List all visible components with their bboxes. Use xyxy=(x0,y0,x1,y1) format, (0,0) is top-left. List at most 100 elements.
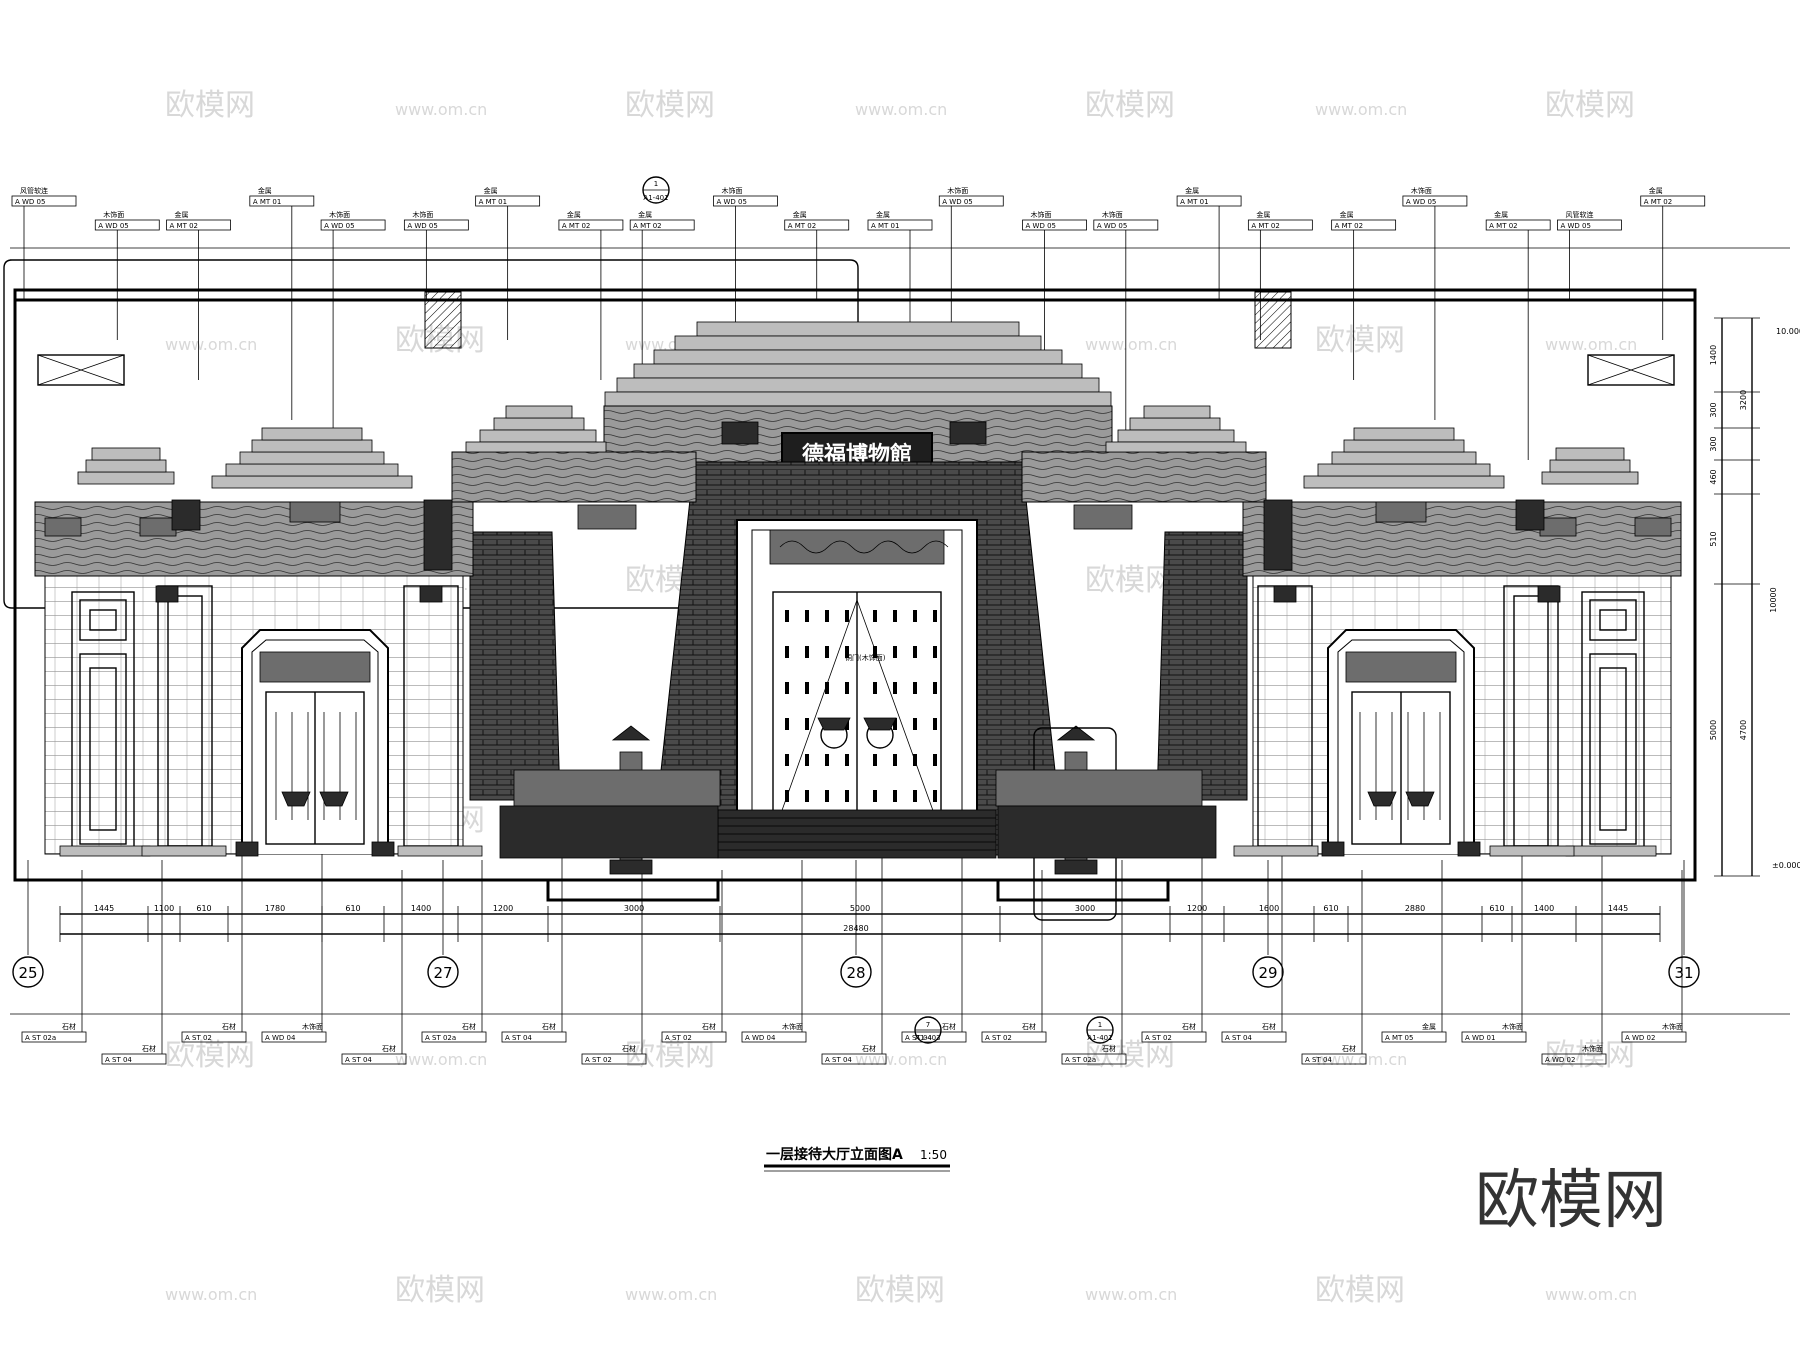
door-stud xyxy=(825,790,829,802)
door-stud xyxy=(913,610,917,622)
annotation-code: A WD 05 xyxy=(98,222,128,230)
annotation-label: 金属 xyxy=(1422,1022,1436,1031)
door-stud xyxy=(845,682,849,694)
door-stud xyxy=(785,754,789,766)
dim-label: 460 xyxy=(1709,469,1718,484)
top-annotation: A WD 05 木饰面 xyxy=(94,210,160,340)
annotation-label: 木饰面 xyxy=(721,186,742,195)
drawing-scale: 1:50 xyxy=(920,1148,947,1162)
annotation-code: A MT 01 xyxy=(253,198,281,206)
dim-label: 1400 xyxy=(1709,345,1718,365)
dim-label: 1445 xyxy=(1608,904,1628,913)
annotation-label: 木饰面 xyxy=(103,210,124,219)
door-stud xyxy=(825,646,829,658)
door-stud xyxy=(805,790,809,802)
right-wing xyxy=(1233,427,1682,857)
door-stud xyxy=(845,790,849,802)
door-stud xyxy=(893,790,897,802)
annotation-code: A ST 04 xyxy=(345,1056,372,1064)
door-stud xyxy=(893,754,897,766)
annotation-label: 金属 xyxy=(638,210,652,219)
door-stud xyxy=(785,718,789,730)
left-wing xyxy=(34,427,483,857)
door-stud xyxy=(873,790,877,802)
axis-bubble: 27 xyxy=(427,860,459,988)
annotation-label: 木饰面 xyxy=(1582,1044,1603,1053)
level-top: 10.000 xyxy=(1776,327,1800,336)
dim-label: 1400 xyxy=(1534,904,1554,913)
annotation-label: 金属 xyxy=(1340,210,1354,219)
annotation-label: 金属 xyxy=(175,210,189,219)
door-stud xyxy=(805,754,809,766)
level-floor: ±0.000 xyxy=(1772,861,1800,870)
annotation-code: A WD 01 xyxy=(1465,1034,1495,1042)
door-stud xyxy=(785,682,789,694)
annotation-label: 金属 xyxy=(876,210,890,219)
watermark-text: 欧模网 xyxy=(1545,1038,1635,1073)
door-stud xyxy=(893,646,897,658)
axis-bubble: 25 xyxy=(12,860,44,988)
axis-label: 31 xyxy=(1674,964,1693,982)
beam-hatch-left xyxy=(424,291,462,349)
annotation-code: A ST 02a xyxy=(25,1034,56,1042)
annotation-code: A WD 02 xyxy=(1545,1056,1575,1064)
door-stud xyxy=(845,610,849,622)
dim-label: 3200 xyxy=(1739,390,1748,410)
door-note: 铜门(木饰面) xyxy=(845,653,886,662)
annotation-label: 木饰面 xyxy=(1662,1022,1683,1031)
annotation-code: A ST 04 xyxy=(1305,1056,1332,1064)
annotation-label: 金属 xyxy=(1649,186,1663,195)
svg-text:A1-403: A1-403 xyxy=(915,1034,940,1042)
door-stud xyxy=(825,682,829,694)
dim-label: 1600 xyxy=(1259,904,1279,913)
watermark-text: www.om.cn xyxy=(1545,335,1637,354)
watermark-text: 欧模网 xyxy=(1315,1273,1405,1308)
annotation-code: A WD 05 xyxy=(942,198,972,206)
air-diffuser-right xyxy=(1587,354,1675,386)
annotation-code: A ST 04 xyxy=(1225,1034,1252,1042)
axis-bubble: 28 xyxy=(840,860,872,988)
dim-label: 1780 xyxy=(265,904,285,913)
dim-label: 1200 xyxy=(493,904,513,913)
svg-text:7: 7 xyxy=(926,1021,930,1029)
watermark-text: 欧模网 xyxy=(1315,323,1405,358)
watermark-text: www.om.cn xyxy=(165,1285,257,1304)
dim-label: 610 xyxy=(1489,904,1504,913)
annotation-label: 金属 xyxy=(258,186,272,195)
annotation-label: 石材 xyxy=(1022,1022,1036,1031)
annotation-label: 风管软连 xyxy=(20,186,48,195)
bottom-annotation: A ST 02 石材 xyxy=(981,870,1047,1043)
svg-text:A1-401: A1-401 xyxy=(1087,1034,1112,1042)
watermark-text: 欧模网 xyxy=(1085,1038,1175,1073)
annotation-label: 金属 xyxy=(1256,210,1270,219)
annotation-label: 金属 xyxy=(1494,210,1508,219)
section-marker-bottom-left: 7 A1-403 xyxy=(914,1016,942,1044)
annotation-code: A ST 02 xyxy=(1145,1034,1172,1042)
annotation-code: A ST 02 xyxy=(985,1034,1012,1042)
annotation-code: A MT 01 xyxy=(871,222,899,230)
door-stud xyxy=(873,682,877,694)
door-stud xyxy=(933,718,937,730)
door-stud xyxy=(873,754,877,766)
door-stud xyxy=(893,682,897,694)
watermark-text: 欧模网 xyxy=(625,88,715,123)
bottom-annotation: A MT 05 金属 xyxy=(1381,860,1447,1043)
annotation-code: A ST 02 xyxy=(665,1034,692,1042)
watermark-text: 欧模网 xyxy=(395,1273,485,1308)
annotation-code: A MT 05 xyxy=(1385,1034,1413,1042)
watermark-text: 欧模网 xyxy=(855,1273,945,1308)
annotation-code: A MT 02 xyxy=(1335,222,1363,230)
axis-label: 27 xyxy=(433,964,452,982)
